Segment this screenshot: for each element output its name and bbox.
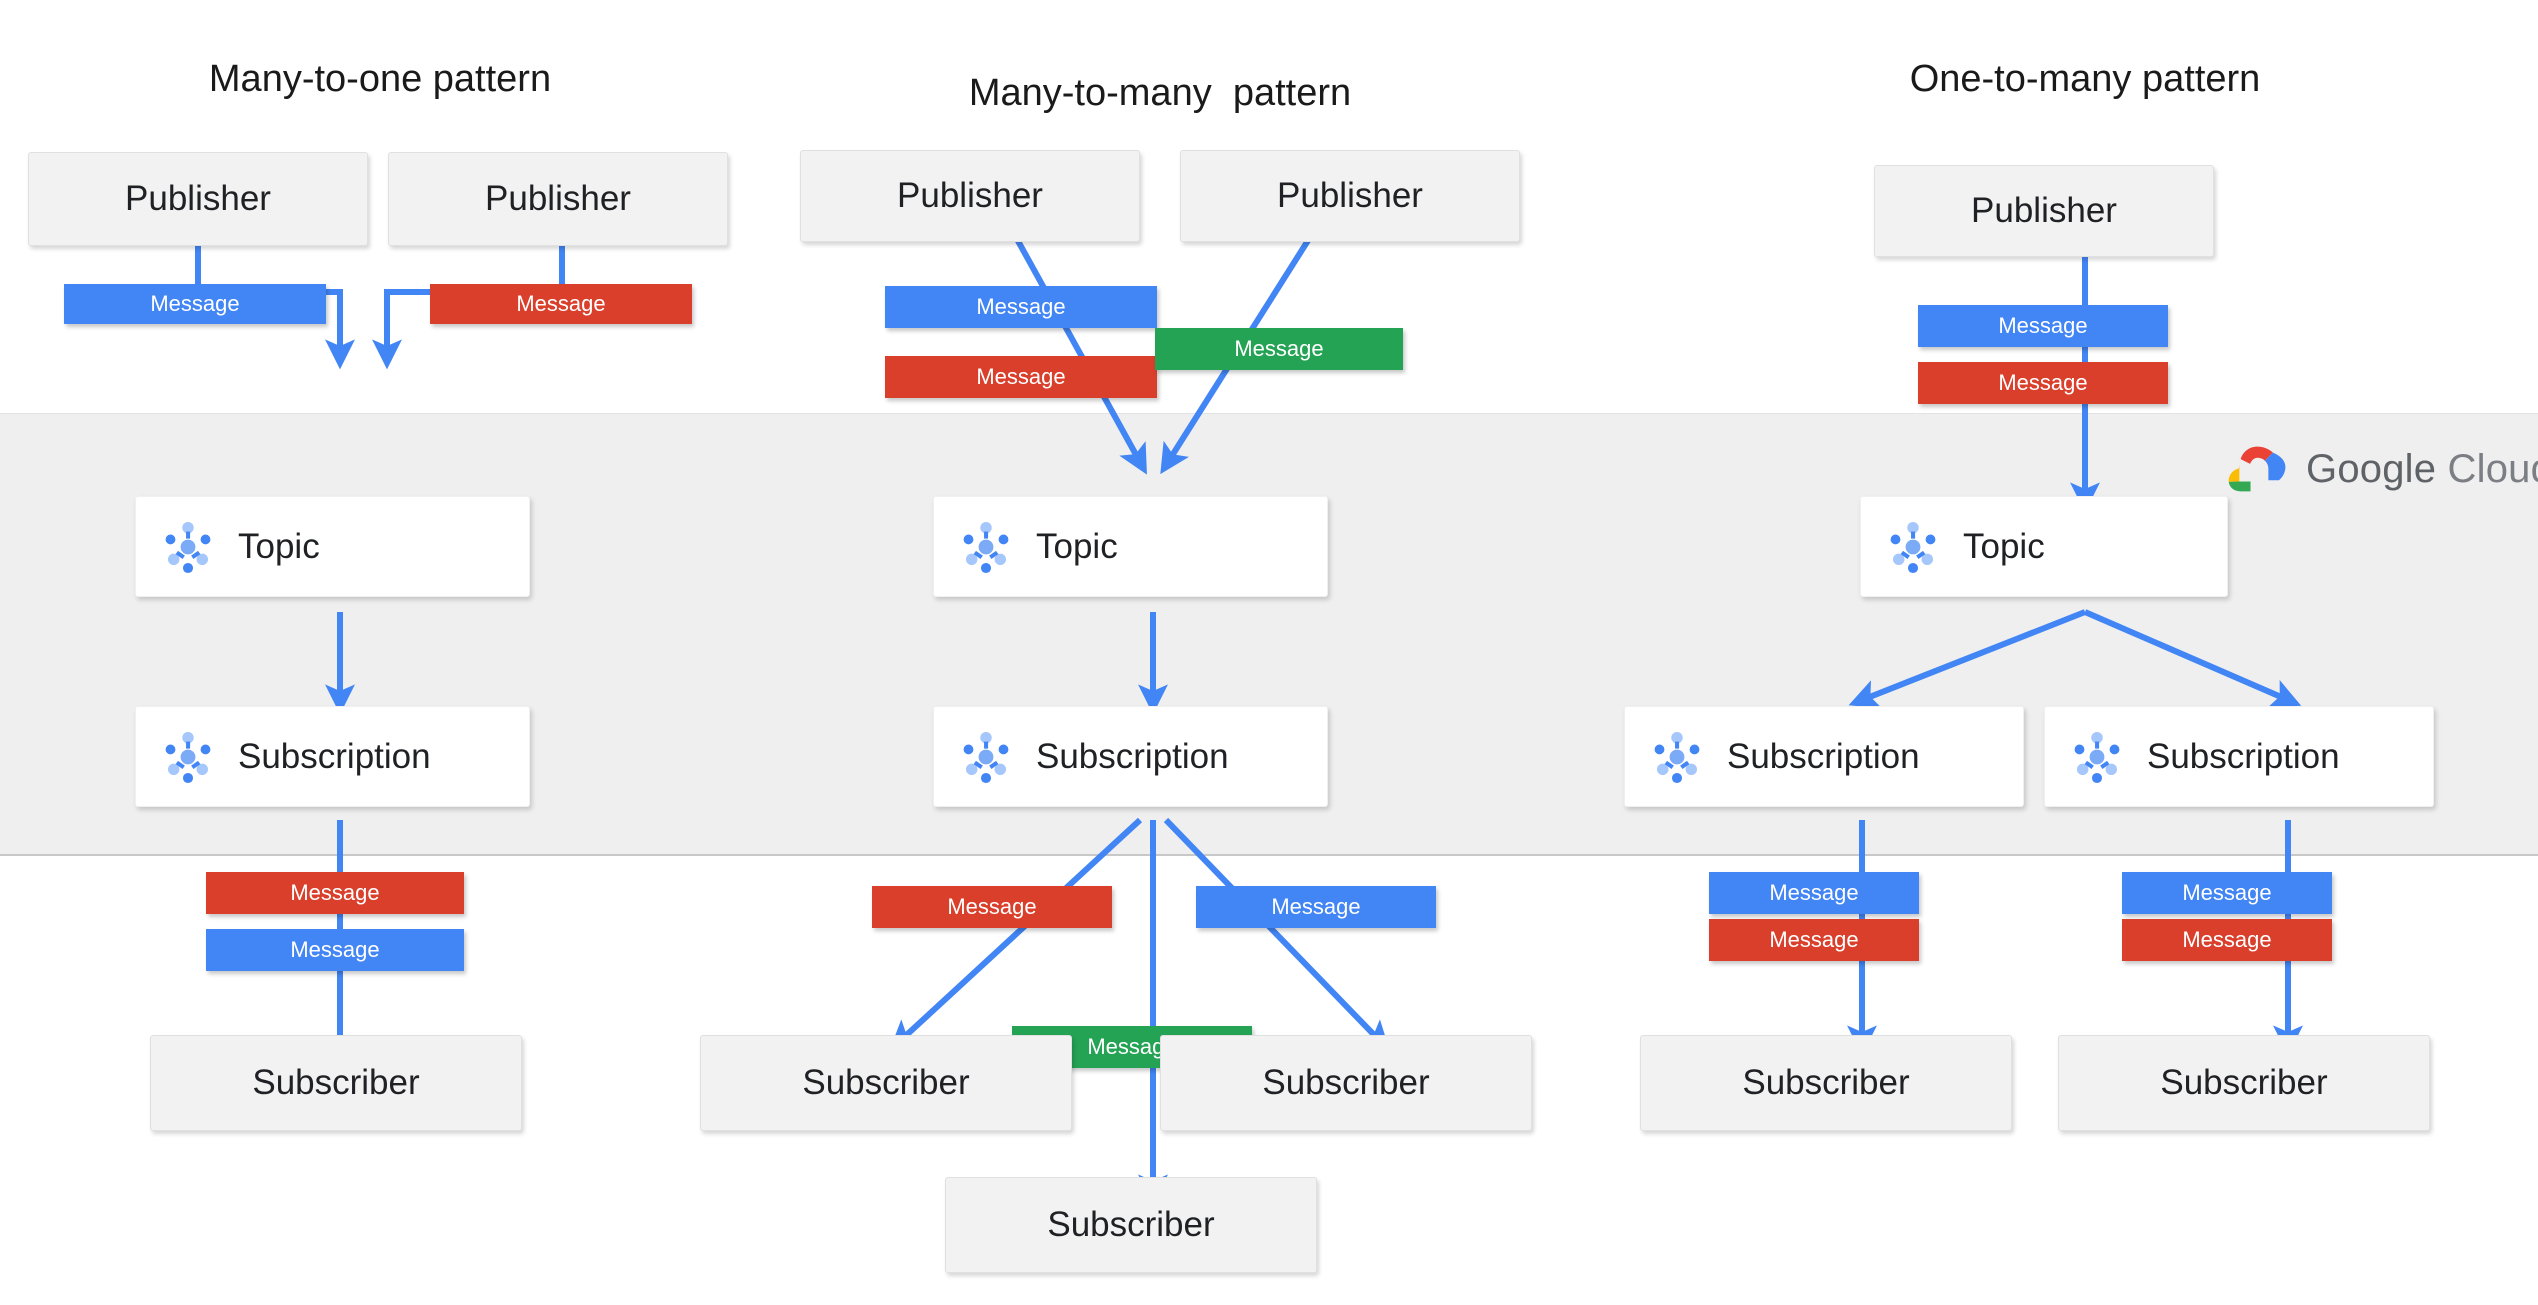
subscription-label: Subscription (238, 736, 431, 776)
pubsub-topic-icon (1890, 521, 1936, 573)
topic-label: Topic (238, 526, 320, 566)
pubsub-topic-icon (963, 521, 1009, 573)
pubsub-subscription-icon (963, 731, 1009, 783)
topic-label: Topic (1036, 526, 1118, 566)
subscription-box[interactable]: Subscription (1624, 706, 2024, 807)
pubsub-subscription-icon (2074, 731, 2120, 783)
subscriber-box[interactable]: Subscriber (1640, 1035, 2012, 1131)
brand-cloud: Cloud (2447, 446, 2538, 491)
message-label: Message (1998, 313, 2088, 338)
message-chip: Message (64, 284, 326, 324)
message-label: Message (290, 880, 380, 905)
message-label: Message (150, 291, 240, 316)
message-label: Message (1234, 336, 1324, 361)
message-label: Message (1769, 927, 1859, 952)
message-chip: Message (1709, 919, 1919, 961)
publisher-box[interactable]: Publisher (28, 152, 368, 246)
message-label: Message (1769, 880, 1859, 905)
subscription-label: Subscription (2147, 736, 2340, 776)
publisher-label: Publisher (897, 176, 1043, 215)
pubsub-subscription-icon (165, 731, 211, 783)
subscriber-label: Subscriber (2160, 1063, 2328, 1102)
message-label: Message (1271, 894, 1361, 919)
subscriber-box[interactable]: Subscriber (1160, 1035, 1532, 1131)
message-chip: Message (1196, 886, 1436, 928)
message-label: Message (947, 894, 1037, 919)
subscriber-box[interactable]: Subscriber (150, 1035, 522, 1131)
publisher-label: Publisher (125, 179, 271, 218)
topic-box[interactable]: Topic (135, 496, 530, 597)
message-label: Message (976, 294, 1066, 319)
message-chip: Message (2122, 919, 2332, 961)
message-chip: Message (1918, 305, 2168, 347)
message-chip: Message (1709, 872, 1919, 914)
subscriber-box[interactable]: Subscriber (700, 1035, 1072, 1131)
subscription-box[interactable]: Subscription (135, 706, 530, 807)
subscription-label: Subscription (1036, 736, 1229, 776)
subscriber-box[interactable]: Subscriber (945, 1177, 1317, 1273)
publisher-box[interactable]: Publisher (1180, 150, 1520, 242)
message-chip: Message (206, 872, 464, 914)
publisher-box[interactable]: Publisher (1874, 165, 2214, 257)
message-chip: Message (430, 284, 692, 324)
subscriber-label: Subscriber (802, 1063, 970, 1102)
message-label: Message (2182, 927, 2272, 952)
subscriber-box[interactable]: Subscriber (2058, 1035, 2430, 1131)
subscriber-label: Subscriber (1047, 1205, 1215, 1244)
message-label: Message (290, 937, 380, 962)
topic-box[interactable]: Topic (933, 496, 1328, 597)
message-label: Message (976, 364, 1066, 389)
pubsub-topic-icon (165, 521, 211, 573)
message-chip: Message (1155, 328, 1403, 370)
message-chip: Message (885, 356, 1157, 398)
publisher-box[interactable]: Publisher (388, 152, 728, 246)
publisher-label: Publisher (1277, 176, 1423, 215)
message-chip: Message (885, 286, 1157, 328)
message-chip: Message (872, 886, 1112, 928)
pubsub-subscription-icon (1654, 731, 1700, 783)
subscription-label: Subscription (1727, 736, 1920, 776)
message-chip: Message (206, 929, 464, 971)
publisher-label: Publisher (1971, 191, 2117, 230)
message-chip: Message (2122, 872, 2332, 914)
message-label: Message (2182, 880, 2272, 905)
brand-google: Google (2306, 446, 2437, 491)
brand-text: Google Cloud (2306, 447, 2538, 492)
pattern-title-one-to-many: One-to-many pattern (1909, 58, 2261, 100)
google-cloud-logo: Google Cloud (2226, 443, 2538, 495)
google-cloud-mark-icon (2228, 446, 2286, 492)
publisher-box[interactable]: Publisher (800, 150, 1140, 242)
topic-box[interactable]: Topic (1860, 496, 2228, 597)
message-label: Message (516, 291, 606, 316)
subscriber-label: Subscriber (1262, 1063, 1430, 1102)
subscriber-label: Subscriber (252, 1063, 420, 1102)
pattern-title-many-to-many: Many-to-many pattern (968, 72, 1352, 114)
subscription-box[interactable]: Subscription (933, 706, 1328, 807)
pattern-title-many-to-one: Many-to-one pattern (208, 58, 552, 100)
message-chip: Message (1918, 362, 2168, 404)
topic-label: Topic (1963, 526, 2045, 566)
subscriber-label: Subscriber (1742, 1063, 1910, 1102)
subscription-box[interactable]: Subscription (2044, 706, 2434, 807)
publisher-label: Publisher (485, 179, 631, 218)
message-label: Message (1998, 370, 2088, 395)
